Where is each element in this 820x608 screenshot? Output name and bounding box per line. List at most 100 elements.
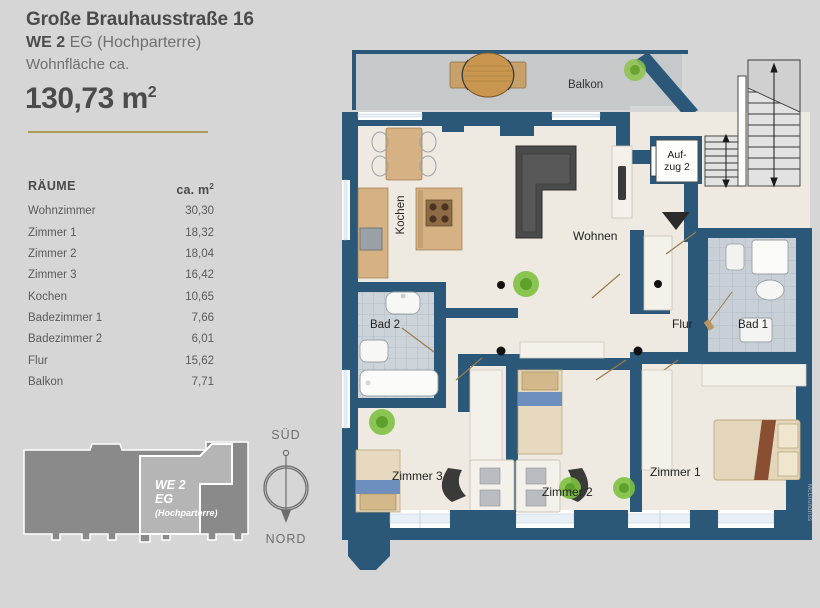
room-label-bad2: Bad 2 (370, 319, 400, 331)
room-zimmer3: Zimmer 3 (355, 369, 503, 513)
building-footprint-map (20, 428, 252, 550)
room-name: Balkon (28, 375, 64, 388)
room-name: Zimmer 1 (28, 226, 77, 239)
address-block: Große Brauhausstraße 16 WE 2 EG (Hochpar… (26, 8, 326, 75)
room-label-zimmer3: Zimmer 3 (392, 469, 443, 483)
windows-bottom (389, 510, 775, 528)
elevator-label-line1: Auf- (667, 149, 687, 161)
bed-furniture (517, 369, 563, 455)
room-area: 6,01 (191, 333, 214, 346)
desk-furniture (441, 459, 589, 513)
unit-line: WE 2 EG (Hochparterre) (26, 32, 326, 54)
room-area: 18,32 (185, 226, 214, 239)
info-panel: Große Brauhausstraße 16 WE 2 EG (Hochpar… (0, 0, 330, 608)
room-name: Badezimmer 1 (28, 311, 103, 324)
windows-top (357, 112, 601, 136)
room-area: 18,04 (185, 248, 214, 261)
bottom-wall-details (450, 510, 812, 528)
table-row: Badezimmer 1 7,66 (28, 308, 214, 329)
room-wohnen: Wohnen (497, 145, 633, 297)
windows-left (342, 179, 350, 429)
room-area: 30,30 (185, 205, 214, 218)
total-area-value: 130,73 m (25, 82, 148, 115)
room-area: 15,62 (185, 354, 214, 367)
floor-plan: Balkon (330, 40, 820, 600)
room-bad1: Bad 1 (700, 230, 808, 364)
room-area: 16,42 (185, 269, 214, 282)
rooms-header-value-text: ca. m (176, 183, 210, 198)
bed-furniture (355, 449, 401, 513)
door-swing (707, 291, 733, 325)
watermark: McGrundriss (806, 484, 812, 522)
room-name: Badezimmer 2 (28, 333, 103, 346)
door-hinge-dot (654, 280, 662, 288)
compass-south-label: SÜD (271, 428, 301, 442)
room-name: Wohnzimmer (28, 205, 96, 218)
room-name: Flur (28, 354, 48, 367)
table-row: Zimmer 2 18,04 (28, 244, 214, 265)
plant-icon (369, 409, 395, 435)
total-area: 130,73 m2 (25, 82, 157, 116)
room-label-wohnen: Wohnen (573, 229, 617, 243)
unit-number: WE 2 (26, 34, 66, 51)
bed-furniture (713, 419, 801, 481)
page-title: Große Brauhausstraße 16 (26, 9, 254, 30)
plant-icon (613, 477, 635, 499)
room-label-kochen: Kochen (395, 195, 407, 234)
footprint-label: WE 2 EG (Hochparterre) (155, 478, 218, 520)
balcony-plant-icon (624, 59, 646, 81)
rooms-table-header: RÄUME ca. m2 (28, 176, 214, 201)
footprint-label-line3: (Hochparterre) (155, 508, 218, 518)
room-area: 7,71 (191, 375, 214, 388)
door-swing (401, 327, 435, 353)
room-label-zimmer1: Zimmer 1 (650, 465, 701, 479)
door-hinge-dot (633, 346, 643, 356)
footprint-label-line1: WE 2 (155, 478, 186, 492)
living-space-label: Wohnfläche ca. (26, 56, 130, 73)
room-zimmer1: Zimmer 1 (613, 369, 808, 512)
compass-needle-icon (263, 449, 309, 523)
balcony-area: Balkon (352, 50, 698, 118)
room-label-flur: Flur (672, 317, 693, 331)
table-row: Kochen 10,65 (28, 287, 214, 308)
rooms-header-value: ca. m2 (176, 176, 214, 201)
compass-rose: SÜD NORD (252, 428, 320, 546)
door-hinge-dot (497, 281, 505, 289)
room-area: 10,65 (185, 290, 214, 303)
footprint-unit-highlight (139, 443, 233, 535)
balcony-furniture (449, 52, 527, 98)
elevator-and-stairs: Auf- zug 2 (650, 59, 801, 230)
table-row: Balkon 7,71 (28, 372, 214, 393)
door-hinge-dot (496, 346, 506, 356)
footprint-label-line2: EG (155, 492, 174, 506)
unit-floor: EG (Hochparterre) (65, 34, 202, 51)
interior-partitions (440, 231, 697, 512)
table-row: Zimmer 1 18,32 (28, 223, 214, 244)
room-label-bad1: Bad 1 (738, 319, 768, 331)
table-row: Wohnzimmer 30,30 (28, 201, 214, 222)
rooms-header-name: RÄUME (28, 179, 76, 193)
table-row: Zimmer 3 16,42 (28, 265, 214, 286)
compass-north-label: NORD (265, 532, 307, 546)
room-label-zimmer2: Zimmer 2 (542, 485, 593, 499)
sofa-furniture (515, 145, 577, 239)
room-bad2: Bad 2 (358, 282, 518, 408)
dining-table-furniture (371, 127, 437, 181)
total-area-superscript: 2 (147, 84, 157, 101)
table-row: Flur 15,62 (28, 351, 214, 372)
room-name: Zimmer 2 (28, 248, 77, 261)
room-kochen: Kochen (357, 127, 463, 279)
room-flur: Flur (630, 228, 807, 387)
plant-icon (559, 477, 581, 499)
accent-divider (28, 131, 208, 133)
room-zimmer2: Zimmer 2 (441, 369, 593, 513)
elevator-label-line2: zug 2 (664, 161, 690, 173)
room-label-balkon: Balkon (568, 79, 603, 91)
room-name: Kochen (28, 290, 68, 303)
living-plant-icon (513, 271, 539, 297)
table-row: Badezimmer 2 6,01 (28, 329, 214, 350)
rooms-header-value-sup: 2 (209, 182, 214, 191)
rooms-table: RÄUME ca. m2 Wohnzimmer 30,30 Zimmer 1 1… (28, 176, 214, 393)
entrance-arrow-icon (662, 212, 690, 230)
